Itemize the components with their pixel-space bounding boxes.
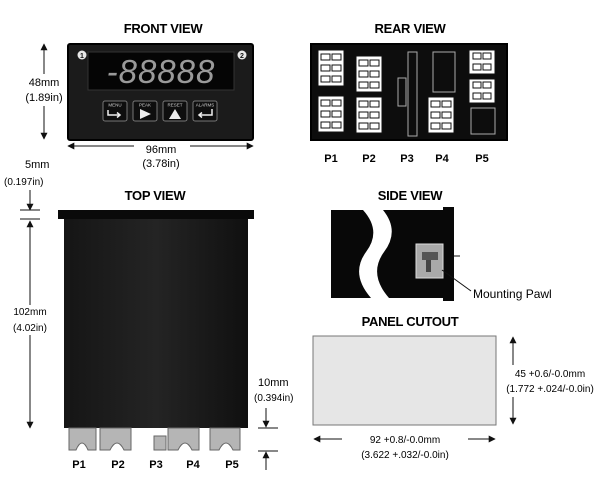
bezel-dim-in: (0.197in) <box>4 177 43 188</box>
reset-button-label: RESET <box>167 103 182 108</box>
corner-marker-1 <box>77 50 87 60</box>
cutout-height-in: (1.772 +.024/-0.0in) <box>506 384 594 395</box>
top-label-p4: P4 <box>186 459 200 471</box>
front-width-mm: 96mm <box>146 144 177 156</box>
rear-connector-p4 <box>427 51 456 134</box>
rear-view: REAR VIEW <box>310 21 508 165</box>
depth-dim-in: (4.02in) <box>13 323 47 334</box>
menu-button-label: MENU <box>108 103 121 108</box>
play-triangle-icon <box>140 109 151 119</box>
panel-cutout: PANEL CUTOUT 45 +0.6/-0.0mm (1.772 +.024… <box>312 314 607 464</box>
top-view: TOP VIEW P1 P2 P3 P4 P5 5mm (0.197in) 10… <box>4 159 293 471</box>
top-view-title: TOP VIEW <box>125 188 187 203</box>
panel-cutout-title: PANEL CUTOUT <box>362 314 459 329</box>
depth-label-bg <box>9 305 51 335</box>
front-width-in: (3.78in) <box>142 158 179 170</box>
cutout-width-mm: 92 +0.8/-0.0mm <box>370 435 440 446</box>
side-view: SIDE VIEW Mounting Pawl <box>331 188 552 301</box>
side-view-title: SIDE VIEW <box>378 188 444 203</box>
top-label-p1: P1 <box>72 459 85 471</box>
return-arrow-icon <box>197 109 213 119</box>
side-view-housing-left <box>331 210 374 298</box>
cutout-width-in: (3.622 +.032/-0.0in) <box>361 450 449 461</box>
front-height-mm: 48mm <box>29 77 60 89</box>
enter-arrow-icon <box>107 110 122 119</box>
front-height-in: (1.89in) <box>25 92 62 104</box>
panel-cutout-area <box>312 335 497 426</box>
peak-button-label: PEAK <box>139 103 151 108</box>
menu-button[interactable]: MENU <box>102 100 128 122</box>
front-view: FRONT VIEW 1 2 -88888 MENU PEAK RESET AL… <box>22 21 254 171</box>
front-view-title: FRONT VIEW <box>124 21 204 36</box>
reset-button[interactable]: RESET <box>162 100 188 122</box>
alarms-button-label: ALARMS <box>196 103 215 108</box>
top-label-p5: P5 <box>225 459 238 471</box>
mounting-pawl-leader-line <box>441 269 472 292</box>
alarms-button[interactable]: ALARMS <box>192 100 218 122</box>
side-view-bezel <box>443 207 454 301</box>
cutout-width-label-bg <box>342 432 468 464</box>
rear-connector-p5 <box>468 49 496 135</box>
front-width-label-bg <box>134 141 190 171</box>
top-connector-p1 <box>68 427 97 451</box>
top-view-connectors <box>68 427 241 451</box>
up-triangle-icon <box>169 109 181 119</box>
top-label-p2: P2 <box>111 459 124 471</box>
rear-label-p5: P5 <box>475 153 488 165</box>
connector-dim-mm: 10mm <box>258 377 289 389</box>
rear-label-p4: P4 <box>435 153 449 165</box>
top-label-p3: P3 <box>149 459 162 471</box>
led-display-window <box>87 51 235 91</box>
front-height-label-bg <box>22 74 66 106</box>
top-connector-p3 <box>153 435 167 451</box>
mounting-pawl-callout: Mounting Pawl <box>473 287 552 301</box>
led-display-digits: -88888 <box>107 53 216 90</box>
top-connector-p4 <box>167 427 200 451</box>
rear-label-p3: P3 <box>400 153 413 165</box>
cutout-height-label-bg <box>511 365 607 397</box>
connector-dim-in: (0.394in) <box>254 393 293 404</box>
top-connector-p5 <box>209 427 241 451</box>
corner-marker-1-label: 1 <box>80 53 84 60</box>
corner-marker-2-label: 2 <box>240 53 244 60</box>
corner-marker-2 <box>237 50 247 60</box>
top-view-bezel <box>58 210 254 219</box>
mounting-pawl-screw <box>422 252 438 260</box>
rear-view-title: REAR VIEW <box>375 21 447 36</box>
depth-dim-mm: 102mm <box>13 307 46 318</box>
top-view-housing <box>64 219 248 428</box>
mounting-pawl-stem <box>426 260 431 272</box>
cutout-height-mm: 45 +0.6/-0.0mm <box>515 369 585 380</box>
rear-connector-p3 <box>397 51 418 137</box>
peak-button[interactable]: PEAK <box>132 100 158 122</box>
rear-label-p2: P2 <box>362 153 375 165</box>
bezel-dim-mm: 5mm <box>25 159 49 171</box>
rear-label-p1: P1 <box>324 153 337 165</box>
top-connector-p2 <box>99 427 132 451</box>
